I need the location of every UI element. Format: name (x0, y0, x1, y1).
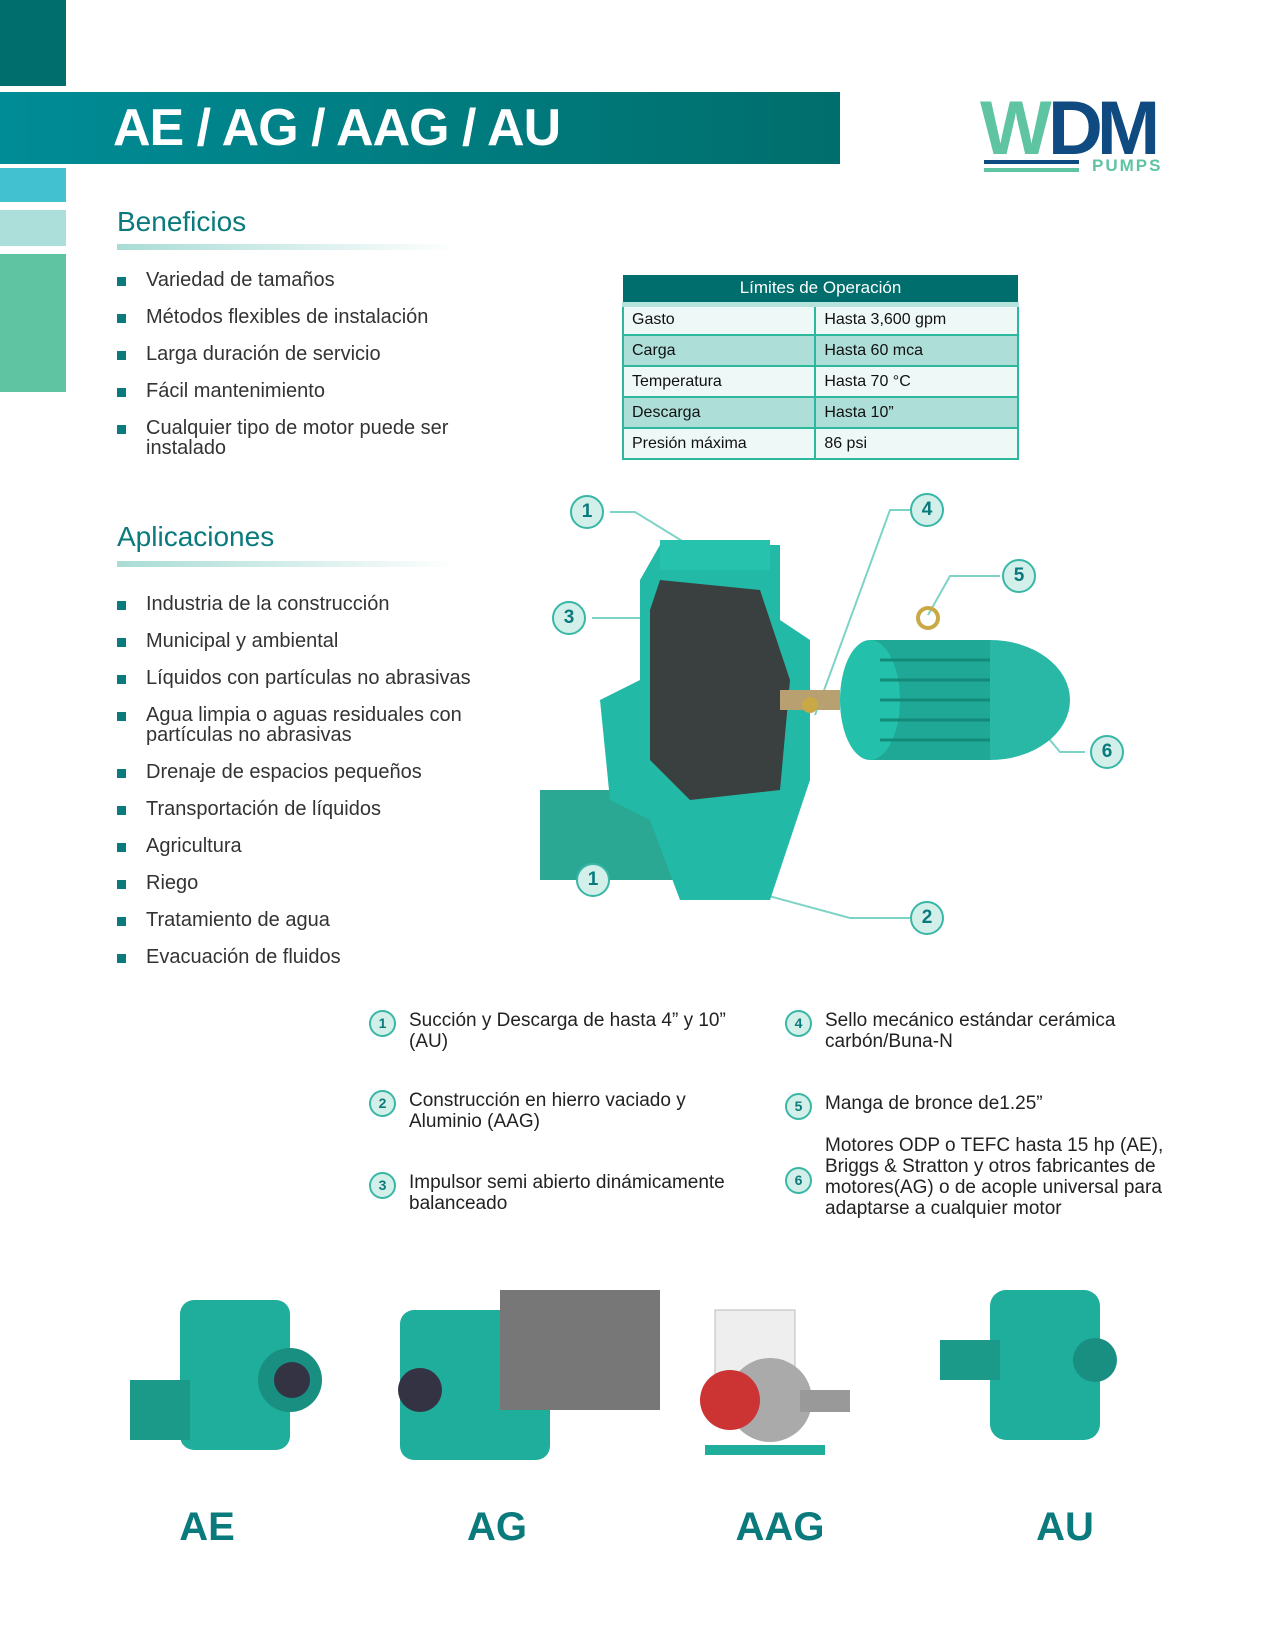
svg-text:DM: DM (1048, 90, 1156, 171)
number-badge: 2 (369, 1090, 396, 1117)
list-item: Líquidos con partículas no abrasivas (117, 668, 487, 688)
number-badge: 1 (369, 1010, 396, 1037)
feature-2: 2 Construcción en hierro vaciado y Alumin… (369, 1090, 709, 1132)
list-item: Cualquier tipo de motor puede ser instal… (117, 418, 487, 458)
beneficios-title: Beneficios (117, 206, 247, 237)
cell: Gasto (621, 303, 817, 336)
list-item: Riego (117, 873, 487, 893)
list-item: Transportación de líquidos (117, 799, 487, 819)
list-item: Evacuación de fluidos (117, 947, 487, 967)
callout-4: 4 (910, 493, 944, 527)
cell: Descarga (621, 396, 817, 429)
callout-2: 2 (910, 901, 944, 935)
feature-1: 1 Succión y Descarga de hasta 4” y 10” (A… (369, 1010, 729, 1052)
list-item: Tratamiento de agua (117, 910, 487, 930)
cell: Presión máxima (621, 427, 817, 460)
list-item: Variedad de tamaños (117, 270, 487, 290)
list-item: Métodos flexibles de instalación (117, 307, 487, 327)
cell: Carga (621, 334, 817, 367)
callout-1: 1 (570, 495, 604, 529)
limits-title: Límites de Operación (623, 275, 1018, 307)
list-item: Agricultura (117, 836, 487, 856)
callout-3: 3 (552, 601, 586, 635)
feature-text: Succión y Descarga de hasta 4” y 10” (AU… (409, 1010, 726, 1052)
feature-text: Construcción en hierro vaciado y Alumini… (409, 1090, 686, 1132)
number-badge: 3 (369, 1172, 396, 1199)
divider (117, 561, 457, 567)
product-label-ae: AE (179, 1505, 235, 1549)
side-band-light (0, 210, 66, 246)
ag-pump-image (398, 1290, 660, 1460)
list-item: Municipal y ambiental (117, 631, 487, 651)
feature-text: Impulsor semi abierto dinámicamente bala… (409, 1172, 725, 1214)
svg-text:W: W (980, 90, 1052, 171)
number-badge: 5 (785, 1093, 812, 1120)
aplicaciones-list: Industria de la construcción Municipal y… (117, 594, 487, 967)
cell: Hasta 70 °C (814, 365, 1019, 398)
page-title: AE / AG / AAG / AU (113, 99, 561, 157)
feature-5: 5 Manga de bronce de1.25” (785, 1093, 1155, 1120)
feature-4: 4 Sello mecánico estándar cerámica carbón… (785, 1010, 1155, 1052)
callout-6: 6 (1090, 735, 1124, 769)
product-photos (130, 1290, 1117, 1460)
ae-pump-image (130, 1300, 322, 1450)
cell: Hasta 60 mca (814, 334, 1019, 367)
aplicaciones-title: Aplicaciones (117, 521, 275, 552)
aag-pump-image (700, 1309, 850, 1455)
feature-6: 6 Motores ODP o TEFC hasta 15 hp (AE), Br… (785, 1135, 1195, 1219)
number-badge: 4 (785, 1010, 812, 1037)
divider (117, 244, 457, 250)
au-pump-image (940, 1290, 1117, 1440)
list-item: Larga duración de servicio (117, 344, 487, 364)
wdm-logo: W DM PUMPS (980, 86, 1180, 176)
feature-3: 3 Impulsor semi abierto dinámicamente bal… (369, 1172, 769, 1214)
list-item: Drenaje de espacios pequeños (117, 762, 487, 782)
product-label-au: AU (1036, 1505, 1094, 1549)
list-item: Industria de la construcción (117, 594, 487, 614)
feature-text: Motores ODP o TEFC hasta 15 hp (AE), Bri… (825, 1135, 1164, 1219)
list-item: Fácil mantenimiento (117, 381, 487, 401)
cell: Temperatura (621, 365, 817, 398)
logo-sub: PUMPS (1092, 156, 1163, 175)
product-label-ag: AG (467, 1505, 527, 1549)
title-bar: AE / AG / AAG / AU (0, 92, 840, 164)
beneficios-list: Variedad de tamaños Métodos flexibles de… (117, 270, 487, 458)
feature-text: Sello mecánico estándar cerámica carbón/… (825, 1010, 1116, 1052)
cell: Hasta 10” (814, 396, 1019, 429)
number-badge: 6 (785, 1167, 812, 1194)
product-label-aag: AAG (735, 1505, 825, 1549)
cell: Hasta 3,600 gpm (814, 303, 1019, 336)
callout-1: 1 (576, 863, 610, 897)
feature-text: Manga de bronce de1.25” (825, 1093, 1043, 1114)
side-band-dark (0, 0, 66, 86)
list-item: Agua limpia o aguas residuales con partí… (117, 705, 487, 745)
cell: 86 psi (814, 427, 1019, 460)
side-band-green (0, 254, 66, 392)
pump-cutaway-illustration (540, 509, 1085, 919)
callout-5: 5 (1002, 559, 1036, 593)
side-band-cyan (0, 168, 66, 202)
